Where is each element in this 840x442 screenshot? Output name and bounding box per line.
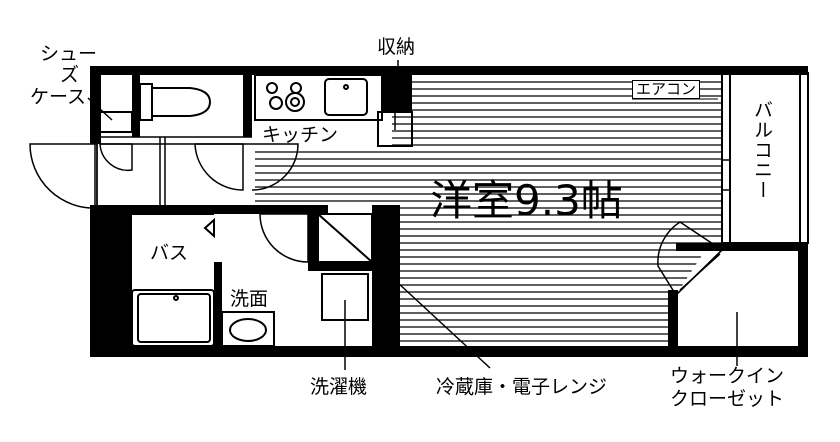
washroom-label: 洗面 xyxy=(230,288,269,310)
balcony-outline xyxy=(721,72,809,244)
walls xyxy=(90,66,808,357)
shoe-case-label-2: ズ xyxy=(60,64,80,86)
window-marks xyxy=(722,159,730,191)
wash-basin xyxy=(221,311,275,347)
western-room-label: 洋室9.3帖 xyxy=(430,176,623,225)
aircon-label: エアコン xyxy=(632,80,701,99)
bath-label: バス xyxy=(150,242,189,264)
fridge-microwave-label: 冷蔵庫・電子レンジ xyxy=(436,376,608,398)
bathtub xyxy=(131,213,215,347)
shoe-case-label-3: ケース xyxy=(30,86,87,108)
kitchen-counter xyxy=(254,74,413,147)
balcony-label: バルコニー xyxy=(751,100,773,200)
walk-in-closet-label-2: クローゼット xyxy=(670,388,785,410)
door-swings xyxy=(29,136,309,263)
walk-in-closet-label-1: ウォークイン xyxy=(670,365,785,387)
washing-machine-label: 洗濯機 xyxy=(310,376,368,398)
toilet-fixture xyxy=(99,83,212,133)
storage-label: 収納 xyxy=(377,36,416,58)
shoe-case-label-1: シュー xyxy=(40,43,98,65)
kitchen-label: キッチン xyxy=(262,124,339,146)
closet-door xyxy=(657,221,724,297)
callout-lines xyxy=(87,60,738,370)
